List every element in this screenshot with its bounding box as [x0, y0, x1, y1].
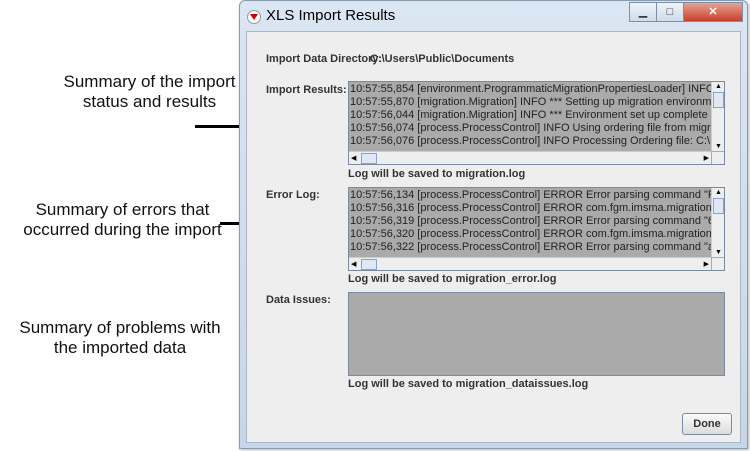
horizontal-scrollbar[interactable]: ◀▶ [349, 257, 711, 270]
error-log-lines: 10:57:56,134 [process.ProcessControl] ER… [350, 189, 711, 257]
log-line: 10:57:56,316 [process.ProcessControl] ER… [350, 202, 711, 214]
content-panel: Import Data Directory: C:\Users\Public\D… [246, 31, 741, 443]
maximize-button[interactable]: □ [656, 2, 684, 22]
import-results-log-note: Log will be saved to migration.log [348, 168, 526, 180]
data-issues-log-note: Log will be saved to migration_dataissue… [348, 378, 589, 390]
error-log-note: Log will be saved to migration_error.log [348, 273, 557, 285]
log-line: 10:57:56,319 [process.ProcessControl] ER… [350, 215, 711, 227]
log-line: 10:57:56,320 [process.ProcessControl] ER… [350, 228, 711, 240]
import-results-lines: 10:57:55,854 [environment.ProgrammaticMi… [350, 83, 711, 151]
vertical-scrollbar[interactable]: ▲▼ [711, 82, 724, 151]
directory-value: C:\Users\Public\Documents [370, 53, 515, 65]
log-line: 10:57:56,322 [process.ProcessControl] ER… [350, 241, 711, 253]
done-button[interactable]: Done [682, 413, 732, 435]
minimize-button[interactable]: ▁ [629, 2, 657, 22]
log-line: 10:57:56,134 [process.ProcessControl] ER… [350, 189, 711, 201]
app-icon [247, 10, 261, 24]
log-line: 10:57:55,854 [environment.ProgrammaticMi… [350, 83, 711, 95]
log-line: 10:57:55,870 [migration.Migration] INFO … [350, 96, 711, 108]
window-title: XLS Import Results [266, 7, 396, 24]
annotation-import-results: Summary of the import status and results [63, 72, 236, 111]
log-line: 10:57:56,074 [process.ProcessControl] IN… [350, 122, 711, 134]
log-line: 10:57:56,076 [process.ProcessControl] IN… [350, 135, 711, 147]
annotation-error-log: Summary of errors that occurred during t… [23, 200, 222, 239]
data-issues-label: Data Issues: [266, 294, 331, 306]
import-results-label: Import Results: [266, 84, 347, 96]
horizontal-scrollbar[interactable]: ◀▶ [349, 151, 711, 164]
log-line: 10:57:56,044 [migration.Migration] INFO … [350, 109, 708, 121]
data-issues-textarea[interactable] [348, 292, 725, 376]
error-log-textarea[interactable]: 10:57:56,134 [process.ProcessControl] ER… [348, 187, 725, 271]
directory-label: Import Data Directory: [266, 53, 383, 65]
xls-import-results-window: XLS Import Results ▁ □ ✕ Import Data Dir… [239, 0, 748, 449]
close-button[interactable]: ✕ [683, 2, 743, 22]
error-log-label: Error Log: [266, 189, 320, 201]
import-results-textarea[interactable]: 10:57:55,854 [environment.ProgrammaticMi… [348, 81, 725, 165]
annotation-data-issues: Summary of problems with the imported da… [19, 318, 221, 357]
vertical-scrollbar[interactable]: ▲▼ [711, 188, 724, 257]
